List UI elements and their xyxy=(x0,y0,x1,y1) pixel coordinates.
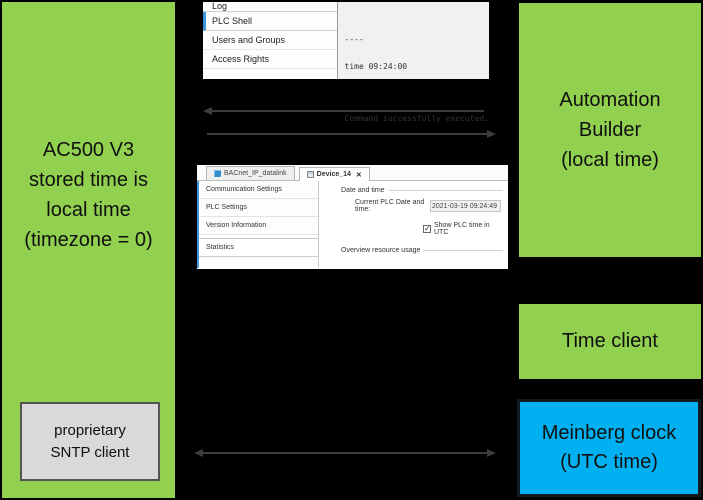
plc-shell-screenshot: Log PLC Shell Users and Groups Access Ri… xyxy=(203,0,489,123)
time-client-label: Time client xyxy=(562,330,658,352)
sntp-client-line: proprietary xyxy=(54,421,126,439)
console-blank-line xyxy=(345,89,490,96)
arrow-to-plc xyxy=(203,107,484,115)
bacnet-icon xyxy=(214,170,221,177)
device-content: Date and time Current PLC Date and time:… xyxy=(319,181,508,268)
group-overview-resource-usage: Overview resource usage xyxy=(341,247,503,254)
plc-shell-console[interactable]: ---- time 09:24:00 Command successfully … xyxy=(336,2,489,123)
automation-builder-line: Builder xyxy=(578,119,642,141)
device-icon xyxy=(306,171,314,178)
sntp-client-box: proprietary SNTP client xyxy=(20,402,160,481)
group-title: Overview resource usage xyxy=(341,247,421,254)
console-line: ---- xyxy=(344,35,364,44)
arrow-sntp-meinberg xyxy=(194,449,496,457)
tab-device-14[interactable]: Device_14 ✕ xyxy=(298,167,370,181)
automation-builder-line: (local time) xyxy=(561,149,659,171)
group-rule xyxy=(388,190,503,191)
tab-label: Device_14 xyxy=(316,171,351,178)
automation-builder-line: Automation xyxy=(559,89,661,111)
console-line: Command successfully executed. xyxy=(344,114,490,123)
tab-close-icon[interactable]: ✕ xyxy=(355,171,362,179)
tab-label: BACnet_IP_datalink xyxy=(224,170,287,177)
ac500-title-line: AC500 V3 xyxy=(42,139,135,161)
time-client-box: Time client xyxy=(519,304,701,379)
sidebar-item-communication-settings[interactable]: Communication Settings xyxy=(199,181,318,199)
sidebar-item-access-rights[interactable]: Access Rights xyxy=(203,50,337,69)
datetime-label: Current PLC Date and time: xyxy=(355,199,425,213)
ac500-title-line: stored time is xyxy=(29,169,148,191)
plc-shell-sidebar: Log PLC Shell Users and Groups Access Ri… xyxy=(203,0,337,79)
automation-builder-box: Automation Builder (local time) xyxy=(519,3,701,257)
group-title: Date and time xyxy=(341,187,385,194)
console-line: time 09:24:00 xyxy=(344,62,408,71)
meinberg-clock-box: Meinberg clock (UTC time) xyxy=(517,399,701,497)
arrow-to-automation-builder xyxy=(207,130,496,138)
ac500-title-line: (timezone = 0) xyxy=(24,229,153,251)
device-tabbar: BACnet_IP_datalink Device_14 ✕ xyxy=(197,165,508,181)
group-rule xyxy=(424,250,503,251)
meinberg-line: Meinberg clock xyxy=(541,422,677,444)
sidebar-divider xyxy=(199,235,318,239)
sidebar-item-plc-settings[interactable]: PLC Settings xyxy=(199,199,318,217)
device-body: Communication Settings PLC Settings Vers… xyxy=(197,181,508,268)
ac500-panel: AC500 V3 stored time is local time (time… xyxy=(2,2,175,498)
ac500-title-line: local time xyxy=(46,199,131,221)
sidebar-item-users-and-groups[interactable]: Users and Groups xyxy=(203,31,337,50)
tab-bacnet-ip-datalink[interactable]: BACnet_IP_datalink xyxy=(206,166,295,180)
sntp-client-line: SNTP client xyxy=(50,443,130,461)
group-date-and-time: Date and time xyxy=(341,187,503,194)
utc-checkbox[interactable]: ✓ xyxy=(423,224,431,233)
ac500-title: AC500 V3 stored time is local time (time… xyxy=(2,135,175,255)
sidebar-item-plc-shell[interactable]: PLC Shell xyxy=(203,12,337,31)
datetime-field: 2021-03-19 09:24:49 xyxy=(430,200,501,212)
meinberg-line: (UTC time) xyxy=(560,451,658,473)
device-screenshot: BACnet_IP_datalink Device_14 ✕ Communica… xyxy=(197,165,508,269)
sidebar-item-statistics[interactable]: Statistics xyxy=(199,239,318,257)
utc-checkbox-label: Show PLC time in UTC xyxy=(434,222,490,236)
device-sidebar: Communication Settings PLC Settings Vers… xyxy=(197,181,319,268)
sidebar-item-version-information[interactable]: Version Information xyxy=(199,217,318,235)
datetime-row: Current PLC Date and time: 2021-03-19 09… xyxy=(341,199,503,213)
sidebar-item-log[interactable]: Log xyxy=(203,0,337,12)
utc-checkbox-row: ✓ Show PLC time in UTC xyxy=(423,222,503,236)
